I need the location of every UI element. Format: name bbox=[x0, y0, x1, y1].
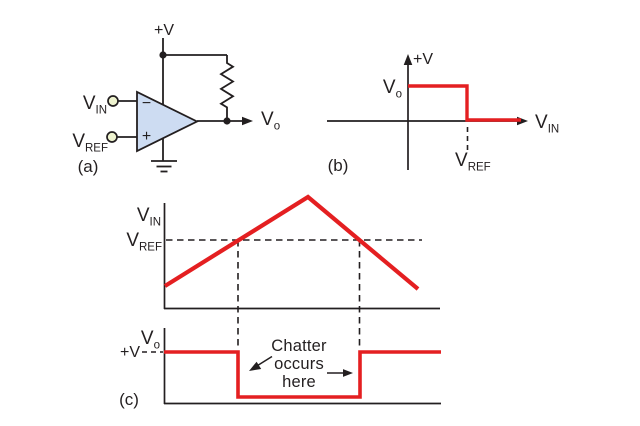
vref-label-sub: REF bbox=[85, 143, 108, 155]
b-vo-label-sub: o bbox=[396, 89, 402, 101]
pullup-resistor bbox=[219, 55, 235, 121]
opamp-triangle bbox=[136, 90, 200, 153]
chatter-text-line3: here bbox=[282, 373, 316, 391]
c-vin-label-sub: IN bbox=[150, 217, 162, 229]
b-plusv-label: +V bbox=[413, 51, 433, 68]
chatter-text-line2: occurs bbox=[274, 355, 324, 373]
chatter-arrow-left-head-icon bbox=[249, 361, 262, 371]
supply-label: +V bbox=[154, 22, 174, 39]
output-node-dot bbox=[223, 117, 231, 125]
vout-label-sub: o bbox=[274, 121, 280, 133]
vin-label-sub: IN bbox=[96, 105, 108, 117]
chatter-annotation: Chatter occurs here bbox=[249, 337, 353, 391]
c-vref-label: VREF bbox=[126, 230, 162, 254]
vref-label-main: V bbox=[72, 131, 85, 152]
inverting-input-sign: − bbox=[142, 95, 151, 112]
junction-dot bbox=[159, 51, 167, 59]
panel-c-waveforms: VIN VREF Vo +V Chatter occurs here (c) bbox=[119, 194, 441, 409]
ground-icon bbox=[151, 160, 177, 173]
c-vin-label-main: V bbox=[137, 205, 150, 226]
panel-a-circuit: +V − + VIN VREF Vo (a) bbox=[72, 22, 280, 176]
b-vref-label: VREF bbox=[455, 150, 491, 174]
c-vo-label-main: V bbox=[141, 328, 154, 349]
b-vo-label: Vo bbox=[383, 77, 402, 101]
c-vref-label-sub: REF bbox=[139, 242, 162, 254]
vref-terminal-icon bbox=[106, 131, 118, 143]
noninverting-input-sign: + bbox=[142, 128, 151, 145]
c-vref-label-main: V bbox=[126, 230, 139, 251]
panel-c-caption: (c) bbox=[119, 390, 139, 409]
b-vref-label-sub: REF bbox=[468, 162, 491, 174]
chatter-arrow-right-head-icon bbox=[343, 369, 353, 377]
b-y-axis-arrowhead-icon bbox=[403, 54, 413, 65]
b-transfer-curve bbox=[408, 84, 521, 122]
vin-terminal-icon bbox=[107, 95, 119, 107]
vout-label: Vo bbox=[261, 109, 280, 133]
b-vref-label-main: V bbox=[455, 150, 468, 171]
b-vin-axis-label-main: V bbox=[535, 112, 548, 133]
vref-label: VREF bbox=[72, 131, 108, 155]
b-vin-axis-label: VIN bbox=[535, 112, 559, 136]
panel-b-transfer-plot: +V Vo VREF VIN (b) bbox=[327, 51, 559, 175]
panel-a-caption: (a) bbox=[78, 157, 99, 176]
panel-b-caption: (b) bbox=[328, 156, 349, 175]
c-vin-label: VIN bbox=[137, 205, 161, 229]
chatter-text-line1: Chatter bbox=[271, 337, 327, 355]
b-vo-label-main: V bbox=[383, 77, 396, 98]
c-vo-label-sub: o bbox=[154, 340, 160, 352]
b-vin-axis-label-sub: IN bbox=[548, 124, 560, 136]
vin-label: VIN bbox=[83, 93, 107, 117]
vin-label-main: V bbox=[83, 93, 96, 114]
output-arrowhead-icon bbox=[242, 116, 253, 126]
vout-label-main: V bbox=[261, 109, 274, 130]
c-vin-triangle-trace bbox=[163, 194, 420, 291]
c-plusv-label: +V bbox=[120, 344, 140, 361]
c-vo-label: Vo bbox=[141, 328, 160, 352]
c-vo-square-trace bbox=[164, 350, 441, 399]
